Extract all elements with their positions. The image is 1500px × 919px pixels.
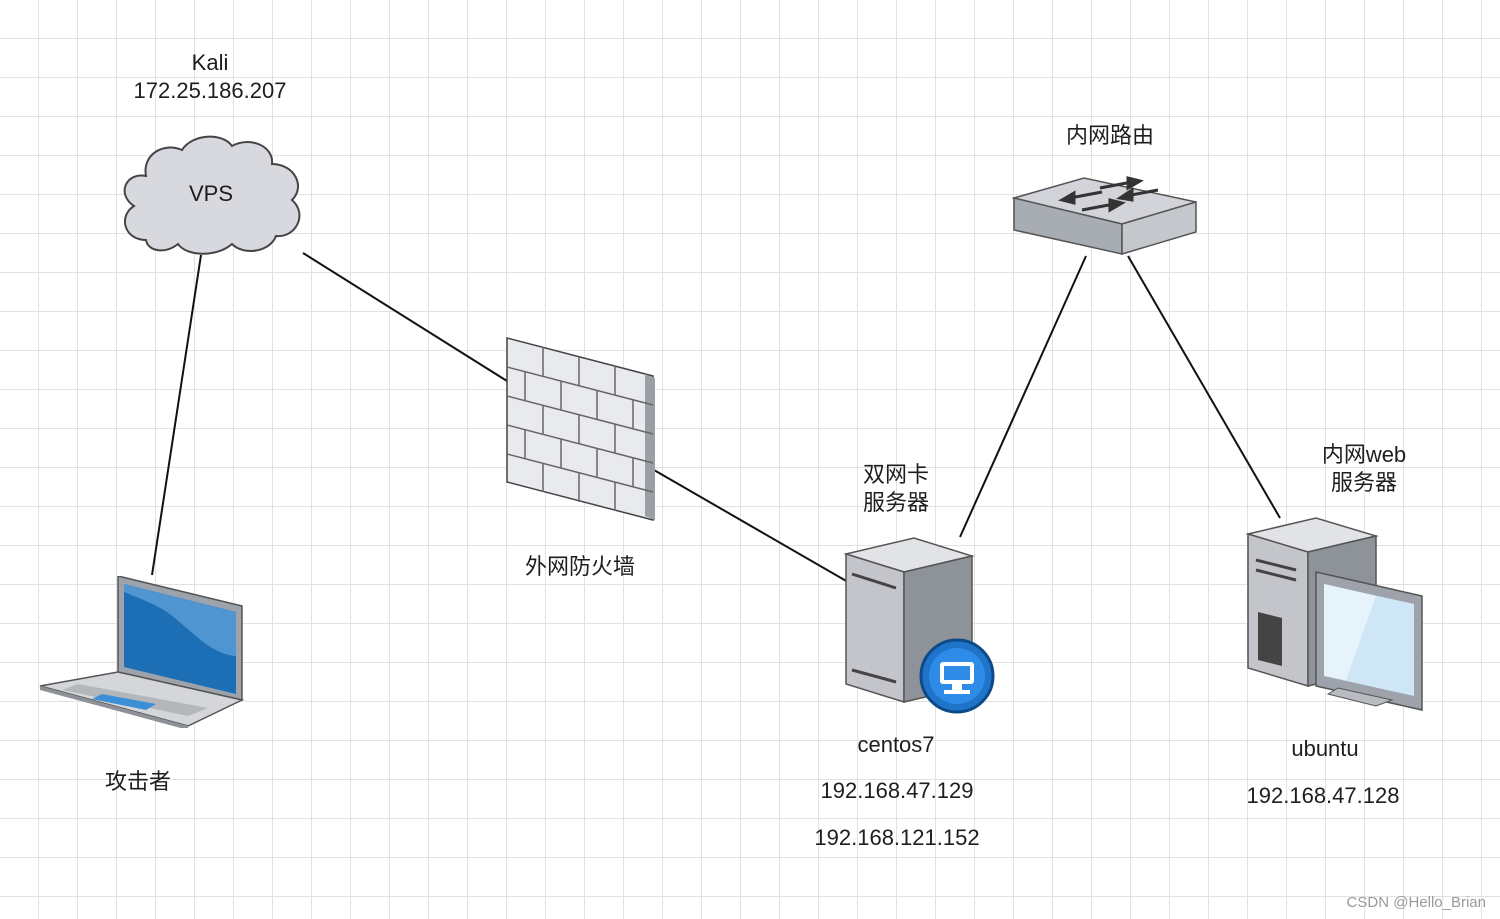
vps-name-label: Kali [191,50,229,75]
web-server-ip: 192.168.47.128 [1246,783,1400,808]
watermark: CSDN @Hello_Brian [1346,894,1486,911]
vps-ip-label: 172.25.186.207 [133,78,287,103]
link-vps-firewall [302,252,508,382]
router[interactable] [1011,174,1198,258]
router-label: 内网路由 [1065,123,1154,148]
dual-nic-ip2: 192.168.121.152 [814,825,980,850]
link-attacker-vps [151,254,202,576]
dual-nic-label-line1: 双网卡 [862,462,929,487]
brick-wall-icon [506,337,655,521]
firewall[interactable] [505,336,657,522]
server-tower-icon [843,537,995,714]
firewall-label: 外网防火墙 [524,554,635,579]
attacker-laptop[interactable] [38,575,245,730]
attacker-label: 攻击者 [104,769,171,794]
cloud-icon [123,135,301,255]
switch-icon [1011,176,1197,256]
link-router-web [1127,255,1281,519]
web-server-label-line1: 内网web [1321,442,1407,467]
vps-cloud-text: VPS [188,181,234,206]
link-server-router [959,255,1087,538]
web-server-label-line2: 服务器 [1330,470,1397,495]
dual-nic-ip1: 192.168.47.129 [820,778,974,803]
dual-nic-label-line2: 服务器 [862,490,929,515]
dual-nic-hostname: centos7 [857,732,935,757]
web-server-hostname: ubuntu [1291,736,1359,761]
web-server[interactable] [1245,516,1426,712]
laptop-icon [39,575,245,730]
link-firewall-server [653,469,849,583]
vps-cloud[interactable]: VPS [116,132,306,256]
dual-nic-server[interactable] [843,536,998,716]
desktop-computer-icon [1245,517,1423,711]
